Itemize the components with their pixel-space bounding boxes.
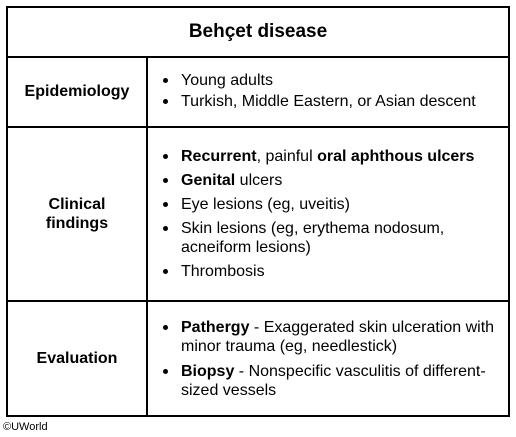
bullet-icon: [163, 368, 168, 374]
table-title: Behçet disease: [8, 8, 508, 58]
evaluation-content: Pathergy - Exaggerated skin ulceration w…: [148, 302, 508, 415]
bullet-icon: [163, 78, 168, 83]
list-item: Turkish, Middle Eastern, or Asian descen…: [162, 92, 508, 111]
bullet-icon: [163, 99, 168, 104]
epidemiology-row: Epidemiology Young adults Turkish, Middl…: [8, 56, 508, 128]
bullet-icon: [163, 202, 168, 207]
list-item: Genital ulcers: [162, 171, 508, 190]
list-item: Skin lesions (eg, erythema nodosum, acne…: [162, 219, 508, 257]
bullet-icon: [163, 269, 168, 274]
behcet-table: Behçet disease Epidemiology Young adults…: [6, 6, 510, 417]
bullet-icon: [163, 178, 168, 183]
list-item: Eye lesions (eg, uveitis): [162, 195, 508, 214]
list-item: Pathergy - Exaggerated skin ulceration w…: [162, 318, 508, 356]
list-item: Biopsy - Nonspecific vasculitis of diffe…: [162, 362, 508, 400]
bullet-icon: [163, 226, 168, 231]
bullet-icon: [163, 154, 168, 159]
bullet-icon: [163, 324, 168, 330]
clinical-findings-row: Clinical findings Recurrent, painful ora…: [8, 128, 508, 302]
list-item: Young adults: [162, 71, 508, 90]
clinical-findings-label: Clinical findings: [8, 128, 148, 300]
list-item: Recurrent, painful oral aphthous ulcers: [162, 147, 508, 166]
epidemiology-content: Young adults Turkish, Middle Eastern, or…: [148, 56, 508, 126]
evaluation-row: Evaluation Pathergy - Exaggerated skin u…: [8, 302, 508, 415]
evaluation-label: Evaluation: [8, 302, 148, 415]
list-item: Thrombosis: [162, 262, 508, 281]
clinical-findings-content: Recurrent, painful oral aphthous ulcers …: [148, 128, 508, 300]
epidemiology-label: Epidemiology: [8, 56, 148, 126]
copyright-notice: ©UWorld: [3, 421, 48, 433]
